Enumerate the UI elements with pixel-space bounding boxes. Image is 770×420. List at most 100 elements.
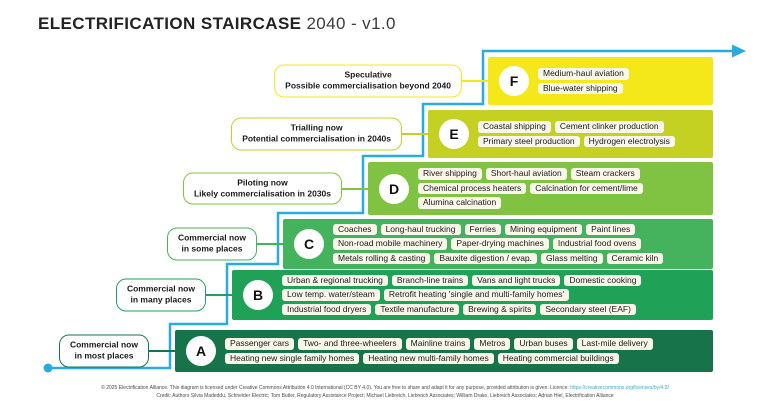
licence-text: © 2025 Electrification Alliance. This di… [0, 384, 770, 392]
tech-chip: Medium-haul aviation [538, 68, 629, 80]
step-letter-c: C [294, 229, 324, 259]
credit-text: Credit: Authors Silvia Madeddu, Schneide… [156, 393, 614, 399]
step-label-line: Commercial now [177, 232, 246, 243]
tech-chip: Coastal shipping [478, 121, 551, 133]
tech-chip: Branch-line trains [391, 274, 469, 287]
tech-chip: Industrial food ovens [552, 238, 642, 250]
tech-chip: Heating new multi-family homes [363, 352, 494, 364]
title-version: 2040 - v1.0 [306, 14, 396, 33]
tech-chip: Calcination for cement/lime [530, 182, 643, 195]
step-label-line: Likely commercialisation in 2030s [193, 188, 331, 199]
step-label-line: Commercial now [126, 283, 195, 294]
tech-chip: Low temp. water/steam [282, 289, 380, 301]
step-label-line: Potential commercialisation in 2040s [242, 134, 391, 144]
label-connector-b [206, 294, 232, 296]
step-label-line: Possible commercialisation beyond 2040 [285, 81, 451, 91]
tech-chip: Last-mile delivery [576, 338, 653, 350]
tech-chip: Secondary steel (EAF) [540, 303, 636, 316]
tech-chip: Long-haul trucking [380, 223, 461, 236]
tech-chip: River shipping [418, 168, 482, 180]
step-label-line: Trialling now [290, 122, 343, 133]
chip-row: Alumina calcination [418, 197, 707, 209]
step-label-line: Speculative [344, 69, 392, 80]
step-letter-a: A [186, 336, 216, 366]
tech-chip: Metals rolling & casting [333, 252, 431, 265]
title-main: ELECTRIFICATION STAIRCASE [38, 14, 302, 33]
tech-chip: Retrofit heating 'single and multi-famil… [383, 289, 570, 301]
step-label-line: in many places [130, 295, 192, 305]
tech-chip: Domestic cooking [564, 274, 642, 287]
chip-row: Blue-water shipping [538, 82, 707, 94]
tech-chip: Metros [474, 338, 511, 350]
tech-chip: Textile manufacture [375, 303, 460, 316]
step-letter-f: F [499, 66, 529, 96]
tech-chip: Ferries [464, 223, 501, 236]
step-label-line: in some places [181, 244, 243, 254]
tech-chip: Primary steel production [478, 135, 580, 147]
axis-line [48, 49, 734, 370]
step-letter-d: D [379, 173, 409, 204]
licence-prefix: © 2025 Electrification Alliance. This di… [101, 385, 571, 391]
tech-chip: Paint lines [586, 223, 636, 236]
tech-chip: Non-road mobile machinery [333, 238, 448, 250]
tech-chip: Passenger cars [225, 338, 295, 350]
tech-chip: Alumina calcination [418, 197, 502, 209]
step-letter-e: E [439, 119, 469, 149]
tech-chip: Mining equipment [504, 223, 583, 236]
tech-chip: Two- and three-wheelers [298, 338, 402, 350]
tech-chip: Cement clinker production [554, 121, 664, 133]
label-connector-a [149, 350, 175, 352]
tech-chip: Heating new single family homes [225, 352, 360, 364]
axis-arrow-icon [732, 44, 746, 58]
tech-chip: Glass melting [541, 252, 603, 265]
tech-chip: Mainline trains [405, 338, 471, 350]
chip-row: Medium-haul aviation [538, 68, 707, 80]
tech-chip: Short-haul aviation [485, 168, 567, 180]
tech-chip: Steam crackers [570, 168, 640, 180]
licence-link[interactable]: https://creativecommons.org/licenses/by/… [570, 385, 669, 391]
label-connector-e [402, 133, 428, 135]
tech-chip: Industrial food dryers [282, 303, 372, 316]
tech-chip: Paper-drying machines [451, 238, 549, 250]
step-label-line: in most places [74, 351, 134, 361]
step-label-line: Commercial now [69, 339, 138, 350]
footer: © 2025 Electrification Alliance. This di… [0, 384, 770, 400]
label-connector-f [462, 80, 488, 82]
tech-chip: Heating commercial buildings [497, 352, 619, 364]
tech-chip: Vans and light trucks [472, 274, 561, 287]
tech-chip: Urban buses [514, 338, 573, 350]
tech-chip: Bauxite digestion / evap. [434, 252, 538, 265]
tech-chip: Hydrogen electrolysis [583, 135, 675, 147]
step-label-line: Piloting now [237, 177, 288, 188]
